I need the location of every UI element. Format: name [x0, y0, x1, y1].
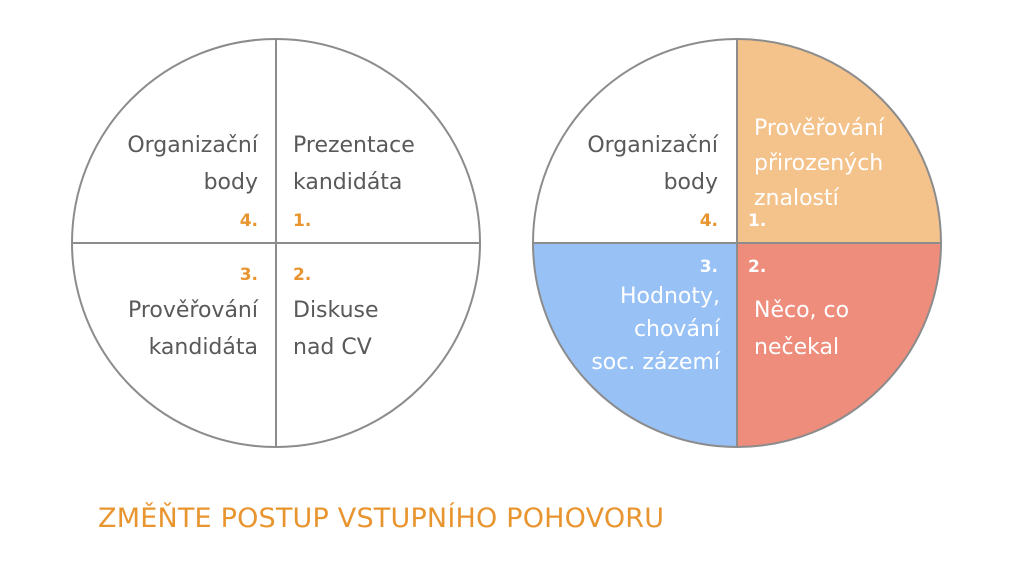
page-title: ZMĚŇTE POSTUP VSTUPNÍHO POHOVORU [98, 503, 665, 534]
right-q4-label-line1: Organizační [587, 133, 719, 158]
left-circle: Organizační body 4. Prezentace kandidáta… [71, 38, 481, 448]
left-q4-label-line1: Organizační [127, 133, 259, 158]
right-circle: Organizační body 4. Prověřování přirozen… [532, 38, 942, 448]
left-q3-number: 3. [240, 265, 258, 285]
right-q4-label-line2: body [664, 170, 718, 195]
left-q3-label-line1: Prověřování [128, 298, 259, 323]
right-q4-number: 4. [700, 211, 718, 231]
left-q1-label-line2: kandidáta [293, 170, 402, 195]
left-q4-label-line2: body [204, 170, 258, 195]
right-q2-sector [737, 243, 941, 447]
right-q2-number: 2. [748, 257, 766, 277]
right-q1-label-line3: znalostí [754, 186, 840, 211]
left-q2-label-line2: nad CV [293, 335, 372, 360]
right-q1-number: 1. [748, 211, 766, 231]
left-q4-number: 4. [240, 211, 258, 231]
left-q1-label-line1: Prezentace [293, 133, 415, 158]
right-q3-label-line2: chování [634, 317, 721, 342]
left-q2-number: 2. [293, 265, 311, 285]
right-q1-sector [737, 39, 941, 243]
right-q3-sector [533, 243, 737, 447]
right-q3-label-line1: Hodnoty, [620, 284, 720, 309]
right-q1-label-line2: přirozených [754, 151, 883, 176]
right-q2-label-line2: nečekal [754, 335, 839, 360]
right-q3-label-line3: soc. zázemí [591, 350, 721, 375]
left-q2-label-line1: Diskuse [293, 298, 379, 323]
left-q3-label-line2: kandidáta [149, 335, 258, 360]
right-q2-label-line1: Něco, co [754, 298, 849, 323]
left-q1-number: 1. [293, 211, 311, 231]
right-q3-number: 3. [700, 257, 718, 277]
right-q1-label-line1: Prověřování [754, 116, 885, 141]
